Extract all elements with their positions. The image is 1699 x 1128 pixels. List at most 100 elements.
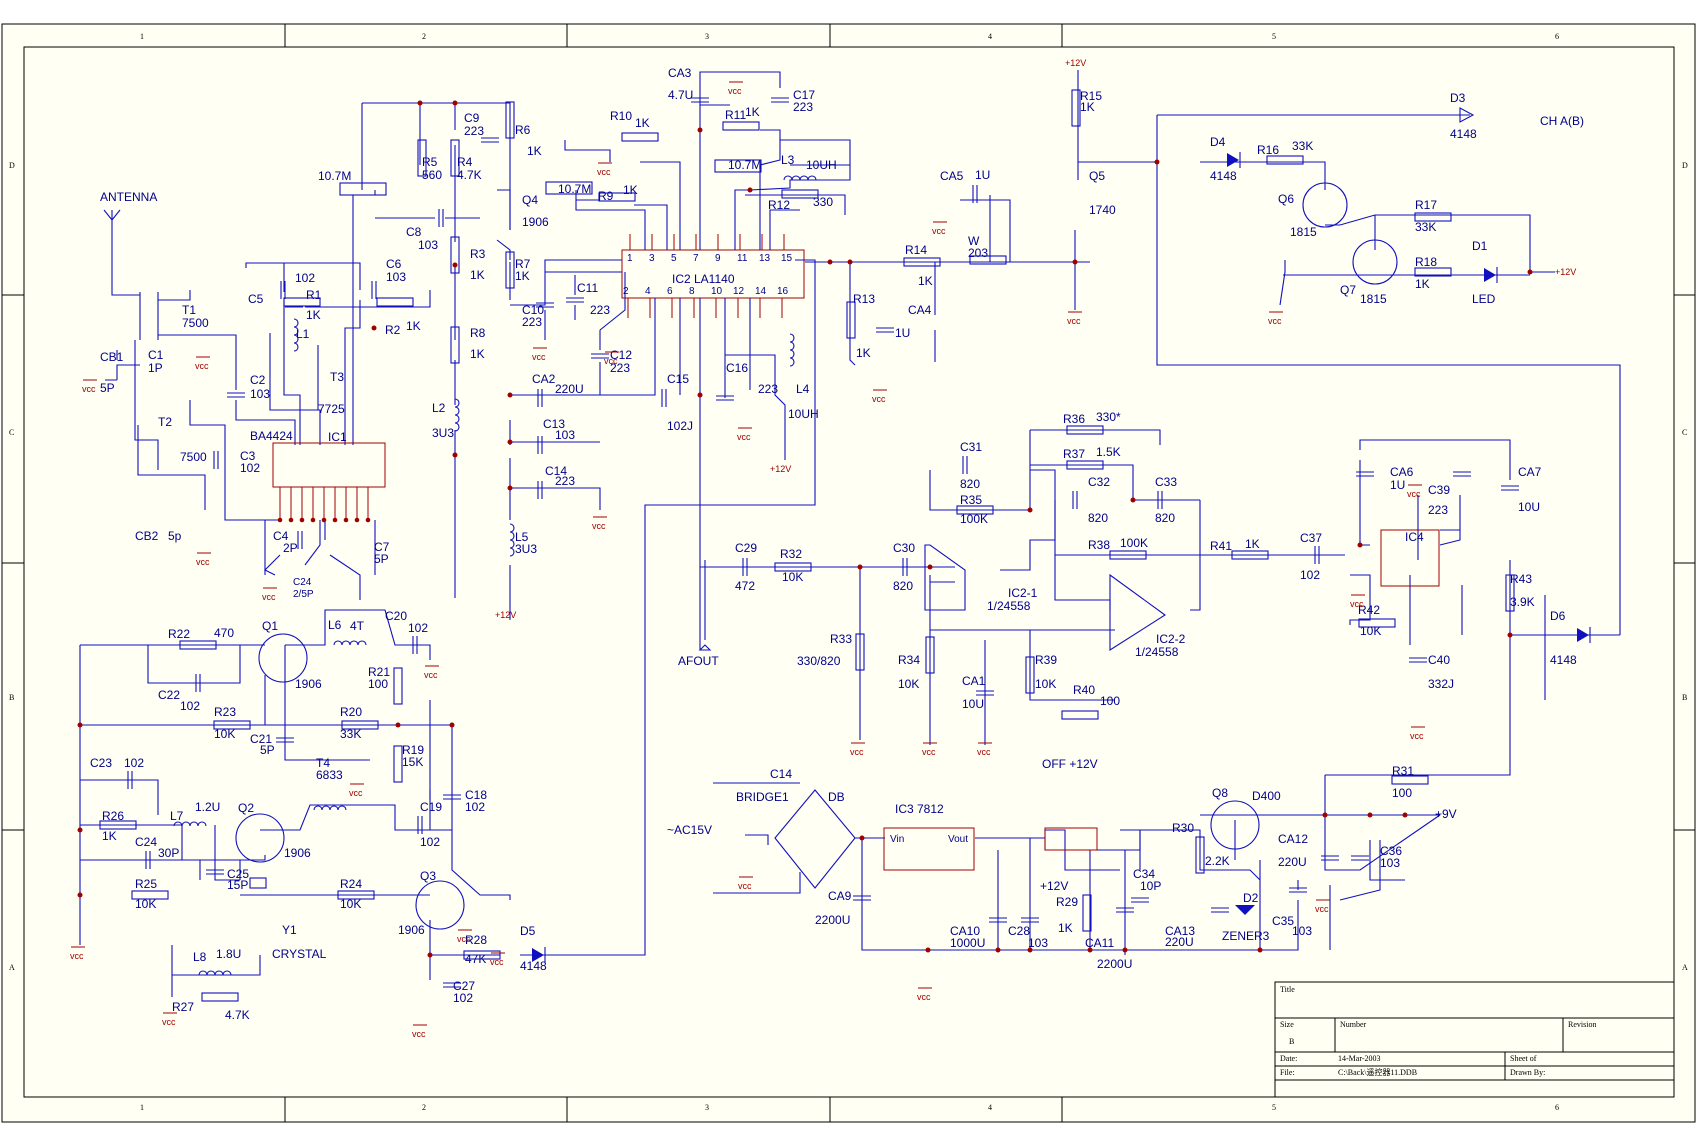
label-ca11v: 2200U: [1097, 957, 1132, 971]
inductor-symbol: [509, 523, 515, 557]
ic2-pin-number: 1: [627, 253, 633, 264]
border-col-marker-bottom: 3: [705, 1103, 709, 1112]
capacitor-symbol: [145, 851, 151, 869]
label-q6: Q6: [1278, 192, 1294, 206]
capacitor-symbol: [853, 895, 871, 901]
label-r36: R36: [1063, 412, 1085, 426]
border-row-marker-left: C: [9, 428, 14, 437]
label-c33v: 820: [1155, 511, 1175, 525]
filter-10-7m-symbol: [545, 181, 593, 195]
label-r27v: 4.7K: [225, 1008, 250, 1022]
label-r40: R40: [1073, 683, 1095, 697]
diode-symbol: [1577, 628, 1589, 642]
vcc-ground-marker: vcc: [872, 394, 886, 404]
label-r19: R19: [402, 743, 424, 757]
resistor-symbol: [1414, 212, 1452, 222]
vcc-ground-marker: vcc: [457, 934, 471, 944]
label-c21v: 5P: [260, 743, 275, 757]
label-r11: R11: [725, 108, 746, 122]
label-c36v: 103: [1380, 856, 1400, 870]
label-r38v: 100K: [1120, 536, 1148, 550]
label-c19: C19: [420, 800, 442, 814]
label-d2v: ZENER3: [1222, 929, 1270, 943]
border-row-marker-right: B: [1682, 693, 1687, 702]
label-c18v: 102: [465, 800, 485, 814]
capacitor-symbol: [276, 737, 294, 743]
label-r35: R35: [960, 493, 982, 507]
label-d4v: 4148: [1210, 169, 1237, 183]
label-c16v: 223: [758, 382, 778, 396]
resistor-symbol: [846, 301, 856, 339]
vcc-ground-marker: vcc: [412, 1029, 426, 1039]
capacitor-symbol: [227, 392, 245, 398]
label-x107b: 10.7M: [558, 182, 591, 196]
border-col-marker-bottom: 5: [1272, 1103, 1276, 1112]
capacitor-symbol: [443, 794, 461, 800]
capacitor-symbol: [417, 816, 423, 834]
label-c30v: 820: [893, 579, 913, 593]
power-switch-box: [1044, 827, 1098, 851]
vcc-ground-marker: vcc: [1315, 904, 1329, 914]
capacitor-symbol: [1356, 471, 1374, 477]
label-c14v: 223: [555, 474, 575, 488]
label-r22v: 470: [214, 626, 234, 640]
ic2-pin-number: 10: [711, 286, 723, 297]
capacitor-symbol: [742, 558, 748, 576]
label-q4v: 1906: [522, 215, 549, 229]
label-cb2v: 5p: [168, 529, 182, 543]
label-r13v: 1K: [856, 346, 871, 360]
label-c2v: 103: [250, 387, 270, 401]
label-r25: R25: [135, 877, 157, 891]
capacitor-symbol: [213, 451, 219, 469]
label-q8: Q8: [1212, 786, 1228, 800]
label-ic3_vout: Vout: [948, 834, 968, 845]
vcc-ground-marker: vcc: [604, 356, 618, 366]
label-r19v: 15K: [402, 755, 423, 769]
label-r24: R24: [340, 877, 362, 891]
label-c40: C40: [1428, 653, 1450, 667]
inner-border: [23, 46, 1675, 1098]
label-r42v: 10K: [1360, 624, 1381, 638]
ic2-box: [621, 249, 805, 299]
ic2-pin-number: 2: [623, 286, 629, 297]
resistor-symbol: [1231, 550, 1269, 560]
diode-symbol: [1484, 268, 1496, 282]
label-q5: Q5: [1089, 169, 1105, 183]
label-t4v: 6833: [316, 768, 343, 782]
capacitor-symbol: [127, 771, 133, 789]
border-row-marker-left: D: [9, 161, 15, 170]
border-row-marker-left: B: [9, 693, 14, 702]
label-ca2v: 220U: [555, 382, 584, 396]
inductor-symbol: [313, 805, 347, 811]
ic2-pin-number: 16: [777, 286, 789, 297]
border-row-marker-right: D: [1682, 161, 1688, 170]
label-ic1_part: BA4424: [250, 429, 293, 443]
label-l1: L1: [296, 327, 310, 341]
label-r25v: 10K: [135, 897, 156, 911]
label-q5v: 1740: [1089, 203, 1116, 217]
ic2-pin-number: 9: [715, 253, 721, 264]
vcc-ground-marker: vcc: [162, 1017, 176, 1027]
label-c8v: 103: [418, 238, 438, 252]
label-q4: Q4: [522, 193, 538, 207]
power-rail-symbols: vccvccvccvccvccvccvccvccvccvccvccvccvccv…: [70, 58, 1576, 1039]
label-p12: +12V: [1040, 879, 1068, 893]
border-col-marker-bottom: 4: [988, 1103, 992, 1112]
label-r38: R38: [1088, 538, 1110, 552]
vcc-ground-marker: vcc: [70, 951, 84, 961]
border-col-marker-top: 4: [988, 32, 992, 41]
resistor-symbol: [131, 890, 169, 900]
label-afout: AFOUT: [678, 654, 719, 668]
label-c5v: 102: [295, 271, 315, 285]
capacitor-symbol: [1211, 907, 1229, 913]
label-r4: R4: [457, 155, 473, 169]
title-label: Title: [1280, 985, 1295, 994]
label-r27: R27: [172, 1000, 194, 1014]
label-c1v: 1P: [148, 361, 163, 375]
label-r33v: 330/820: [797, 654, 841, 668]
label-ca4v: 1U: [895, 326, 910, 340]
label-r2v: 1K: [406, 319, 421, 333]
vcc-ground-marker: vcc: [977, 747, 991, 757]
resistor-symbol: [925, 636, 935, 674]
